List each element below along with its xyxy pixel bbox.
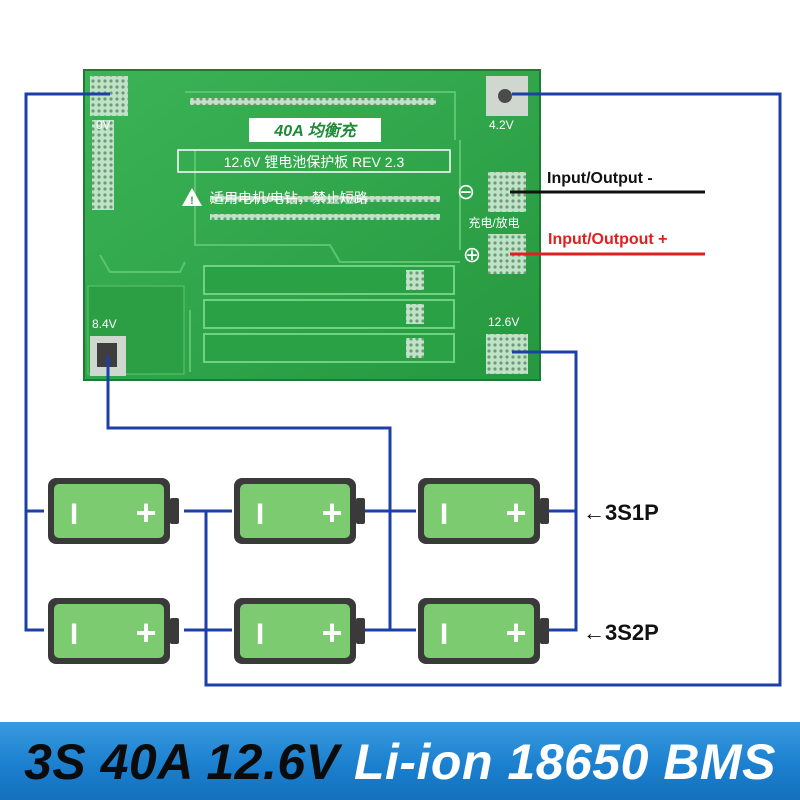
banner-spec-text: 3S 40A 12.6V <box>24 734 354 790</box>
battery-plus-icon: + <box>321 492 342 533</box>
output-minus-label: Input/Output - <box>547 170 653 187</box>
wire-126v <box>512 350 578 632</box>
banner-title: 3S 40A 12.6V Li-ion 18650 BMS <box>24 733 776 791</box>
battery-cell-row1-cell3: I+ <box>418 478 549 544</box>
wire-84v <box>106 356 392 630</box>
pad-126v <box>486 334 528 374</box>
header-dots-left <box>92 120 114 210</box>
header-dots-low <box>210 214 440 220</box>
header-dots-mid <box>210 196 440 202</box>
battery-body <box>54 604 164 658</box>
battery-terminal <box>540 498 549 524</box>
battery-plus-icon: + <box>135 492 156 533</box>
battery-plus-icon: + <box>135 612 156 653</box>
mosfet-dots-1 <box>406 270 424 290</box>
wiring <box>24 92 782 687</box>
battery-cell-row2-cell3: I+ <box>418 598 549 664</box>
header-dots-top <box>190 98 436 105</box>
banner-product-text: Li-ion 18650 BMS <box>353 734 776 790</box>
mosfet-dots-3 <box>406 338 424 358</box>
board-badge: 40A 均衡充 <box>273 122 358 140</box>
output-plus-label: Input/Outpout + <box>548 231 668 248</box>
pad-label-42v: 4.2V <box>489 118 514 132</box>
title-box <box>177 149 451 173</box>
battery-terminal <box>356 618 365 644</box>
battery-terminal <box>170 498 179 524</box>
charge-discharge-label: 充电/放电 <box>468 215 519 230</box>
pad-0v <box>90 76 128 116</box>
battery-minus-icon: I <box>256 498 264 531</box>
battery-terminal <box>540 618 549 644</box>
badge-box <box>249 118 381 142</box>
battery-cell-row1-cell2: I+ <box>234 478 365 544</box>
battery-cell-row2-cell2: I+ <box>234 598 365 664</box>
plus-symbol-icon: ⊕ <box>463 242 481 267</box>
pad-84v-hole <box>97 343 117 367</box>
battery-plus-icon: + <box>505 612 526 653</box>
product-banner: 3S 40A 12.6V Li-ion 18650 BMS <box>0 722 800 800</box>
battery-cell-row1-cell1: I+ <box>48 478 179 544</box>
battery-body <box>424 484 534 538</box>
battery-minus-icon: I <box>440 618 448 651</box>
battery-body <box>424 604 534 658</box>
battery-terminal <box>356 498 365 524</box>
battery-cell-row2-cell1: I+ <box>48 598 179 664</box>
pad-42v-hole <box>498 89 512 103</box>
row-label-3s1p: ←3S1P <box>583 500 659 525</box>
battery-body <box>240 604 350 658</box>
warning-exclaim: ! <box>190 195 194 207</box>
pad-label-0v: 0V <box>96 118 111 132</box>
battery-terminal <box>170 618 179 644</box>
diagram-canvas: 0V 4.2V 8.4V 12.6V 40A 均衡充 12.6V 锂电池保护板 … <box>24 69 782 687</box>
battery-minus-icon: I <box>70 498 78 531</box>
battery-plus-icon: + <box>321 612 342 653</box>
pad-label-126v: 12.6V <box>488 315 519 329</box>
bms-board: 0V 4.2V 8.4V 12.6V 40A 均衡充 12.6V 锂电池保护板 … <box>83 69 541 381</box>
battery-minus-icon: I <box>256 618 264 651</box>
battery-body <box>54 484 164 538</box>
board-warning: 适用电机/电钻，禁止短路 <box>210 190 368 206</box>
battery-cells: I+I+I+I+I+I+ <box>48 478 549 664</box>
wire-0v <box>24 92 110 632</box>
minus-symbol-icon: ⊖ <box>457 179 475 204</box>
wire-42v <box>184 92 782 687</box>
board-traces <box>99 91 461 372</box>
battery-minus-icon: I <box>70 618 78 651</box>
battery-plus-icon: + <box>505 492 526 533</box>
row-label-3s2p: ←3S2P <box>583 620 659 645</box>
mosfet-dots-2 <box>406 304 424 324</box>
warning-triangle-icon <box>182 188 202 206</box>
pad-label-84v: 8.4V <box>92 317 117 331</box>
board-title: 12.6V 锂电池保护板 REV 2.3 <box>224 154 405 170</box>
battery-minus-icon: I <box>440 498 448 531</box>
battery-body <box>240 484 350 538</box>
